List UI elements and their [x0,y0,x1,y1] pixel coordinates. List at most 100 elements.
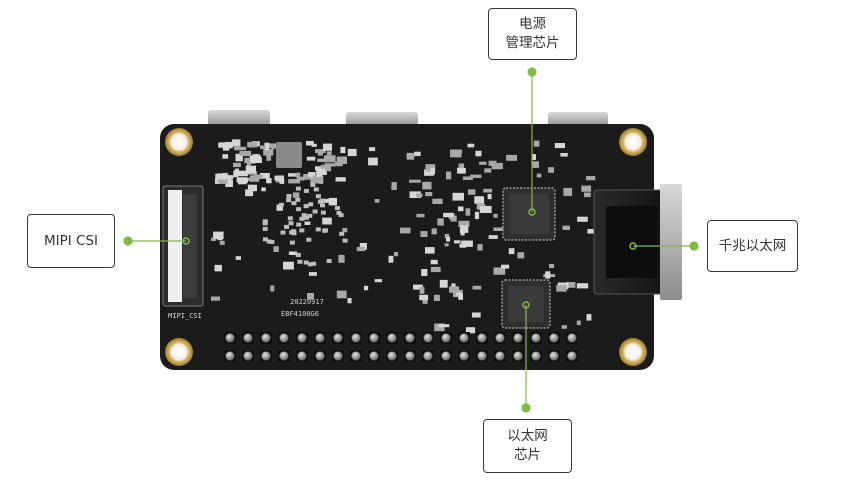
mount-hole-bottom-right [619,338,647,366]
gpio-pin [423,333,433,343]
smd-part [562,225,570,230]
gpio-pin [549,333,559,343]
gpio-pin [261,351,271,361]
smd-part [501,264,510,269]
smd-part [218,142,229,148]
smd-part [239,150,252,157]
smd-part [315,227,321,232]
smd-part [368,157,378,166]
smd-part [338,254,345,263]
smd-part [576,283,589,289]
smd-part [430,259,438,265]
smd-part [244,157,250,164]
smd-part [409,179,421,183]
smd-part [323,143,332,151]
smd-part [458,163,465,169]
smd-part [586,176,596,181]
smd-part [262,221,268,226]
callout-gbe-line1: 千兆以太网 [718,237,787,254]
smd-part [295,186,301,191]
mount-hole-bottom-left [165,338,193,366]
smd-part [317,158,325,162]
smd-part [320,203,325,208]
smd-part [296,222,302,227]
smd-part [532,154,536,160]
smd-part [222,154,229,159]
smd-part [425,247,435,254]
smd-part [459,225,469,233]
gpio-pin [351,333,361,343]
smd-part [446,236,451,242]
inductor [276,142,302,168]
smd-part [336,156,347,164]
smd-part [288,221,294,226]
gpio-pin [459,333,469,343]
gpio-pin [243,333,253,343]
smd-part [319,198,325,203]
gpio-pin [477,333,487,343]
smd-part [586,314,592,321]
smd-part [414,151,421,157]
smd-part [266,239,272,244]
smd-part [409,191,421,198]
smd-part [317,149,324,156]
smd-part [306,156,316,161]
smd-part [320,164,332,172]
gpio-pin [369,333,379,343]
smd-part [306,237,312,242]
smd-part [484,168,492,173]
smd-part [465,208,471,216]
smd-part [566,282,576,288]
ethernet-chip [501,279,551,329]
smd-part [334,206,340,211]
smd-part [312,209,318,214]
smd-part [340,146,346,154]
smd-part [467,143,475,148]
smd-part [439,279,448,288]
gpio-pin [477,351,487,361]
gpio-pin [351,351,361,361]
smd-part [400,227,411,234]
smd-part [219,179,228,184]
smd-part [225,179,233,187]
smd-part [419,294,429,301]
smd-part [532,161,539,168]
smd-part [264,142,270,151]
smd-part [303,188,309,193]
smd-part [493,267,506,275]
smd-part [299,228,305,233]
smd-part [467,189,476,195]
smd-part [238,170,248,177]
smd-part [487,193,492,200]
smd-part [471,312,481,318]
leader-lines [123,67,699,413]
smd-part [454,240,461,244]
gpio-pin [297,333,307,343]
gpio-pin [495,351,505,361]
smd-part [262,226,268,231]
smd-part [470,174,482,178]
smd-part [273,246,279,252]
gpio-pin [441,333,451,343]
smd-part [424,169,434,176]
smd-part [295,197,301,202]
smd-part [536,173,542,178]
gpio-pin [315,351,325,361]
smd-part [587,229,599,234]
smd-part [259,173,270,179]
smd-part [211,296,220,301]
gpio-pin [369,351,379,361]
smd-part [419,286,425,294]
leader-dot-gbe-left [629,242,637,250]
smd-part [250,157,262,163]
smd-part [307,293,314,300]
smd-part [211,237,216,241]
smd-part [422,181,432,190]
smd-part [342,238,348,243]
smd-part [506,154,518,161]
smd-part [549,264,555,269]
leader-dot-eth-chip-top [522,301,530,309]
callout-mipi-line1: MIPI CSI [43,232,99,249]
gpio-pin [279,351,289,361]
smd-part [461,240,473,247]
